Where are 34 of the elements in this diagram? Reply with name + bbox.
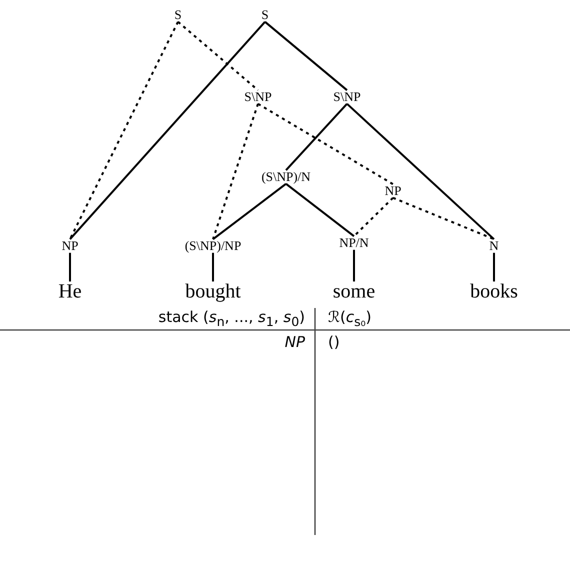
word-label: books [469, 282, 519, 302]
category-label: S [173, 8, 183, 22]
category-label: N [488, 239, 500, 253]
category-label: S\NP [243, 90, 273, 104]
tree-branch [69, 21, 179, 240]
category-label: (S\NP)/NP [184, 239, 242, 253]
column-header: ℛ(c$_{s₀}$) [328, 308, 372, 329]
word-label: He [57, 282, 83, 302]
category-label: S [260, 8, 270, 22]
tree-branch [285, 103, 348, 171]
tree-branch [69, 252, 71, 282]
word-label: some [332, 282, 376, 302]
table-cell: NP [284, 333, 305, 351]
tree-branch [285, 183, 355, 237]
tree-branch [212, 183, 287, 240]
tree-branch [353, 197, 394, 237]
category-label: (S\NP)/N [260, 170, 312, 184]
word-label: bought [184, 282, 242, 302]
category-label: S\NP [332, 90, 362, 104]
tree-branch [69, 21, 266, 240]
column-header: stack (s$_{n}$, ..., s$_{1}$, s$_{0}$) [158, 308, 305, 329]
table-cell: () [328, 333, 340, 351]
tree-branch [212, 104, 259, 240]
tree-branch [257, 102, 394, 186]
tree-branch [392, 196, 494, 240]
tree-branch [493, 252, 495, 282]
category-label: NP [384, 184, 402, 198]
tree-branch [177, 21, 259, 91]
tree-branch [212, 252, 214, 282]
category-label: NP [60, 239, 80, 253]
tree-branch [353, 250, 355, 282]
tree-branch [264, 21, 348, 91]
tree-branch [346, 103, 495, 240]
category-label: NP/N [338, 236, 370, 250]
